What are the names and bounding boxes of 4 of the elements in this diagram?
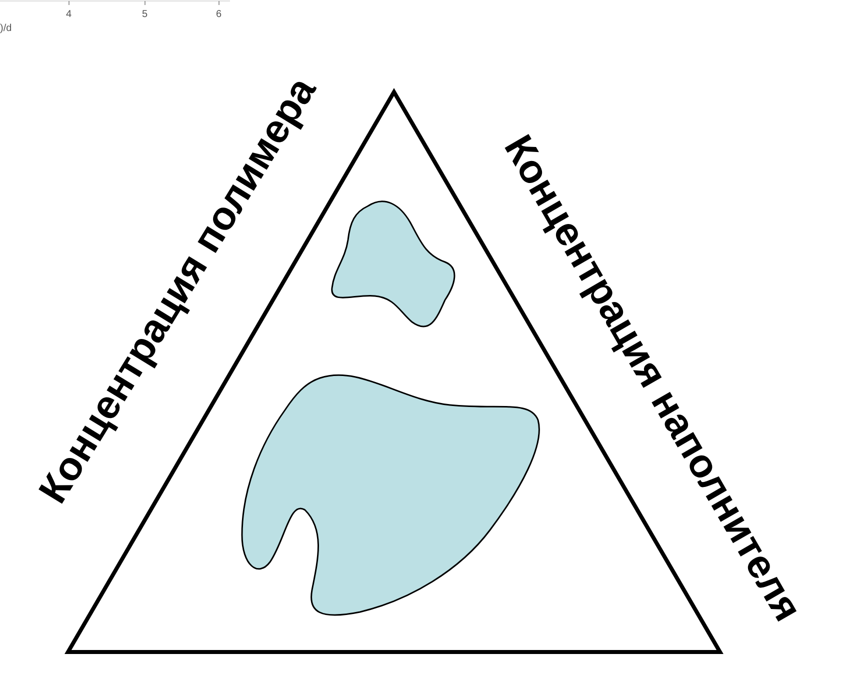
tick-label: 5 xyxy=(142,9,148,20)
axis-label: )/d xyxy=(0,23,12,34)
tick-label: 4 xyxy=(66,9,72,20)
tick-label: 6 xyxy=(216,9,222,20)
